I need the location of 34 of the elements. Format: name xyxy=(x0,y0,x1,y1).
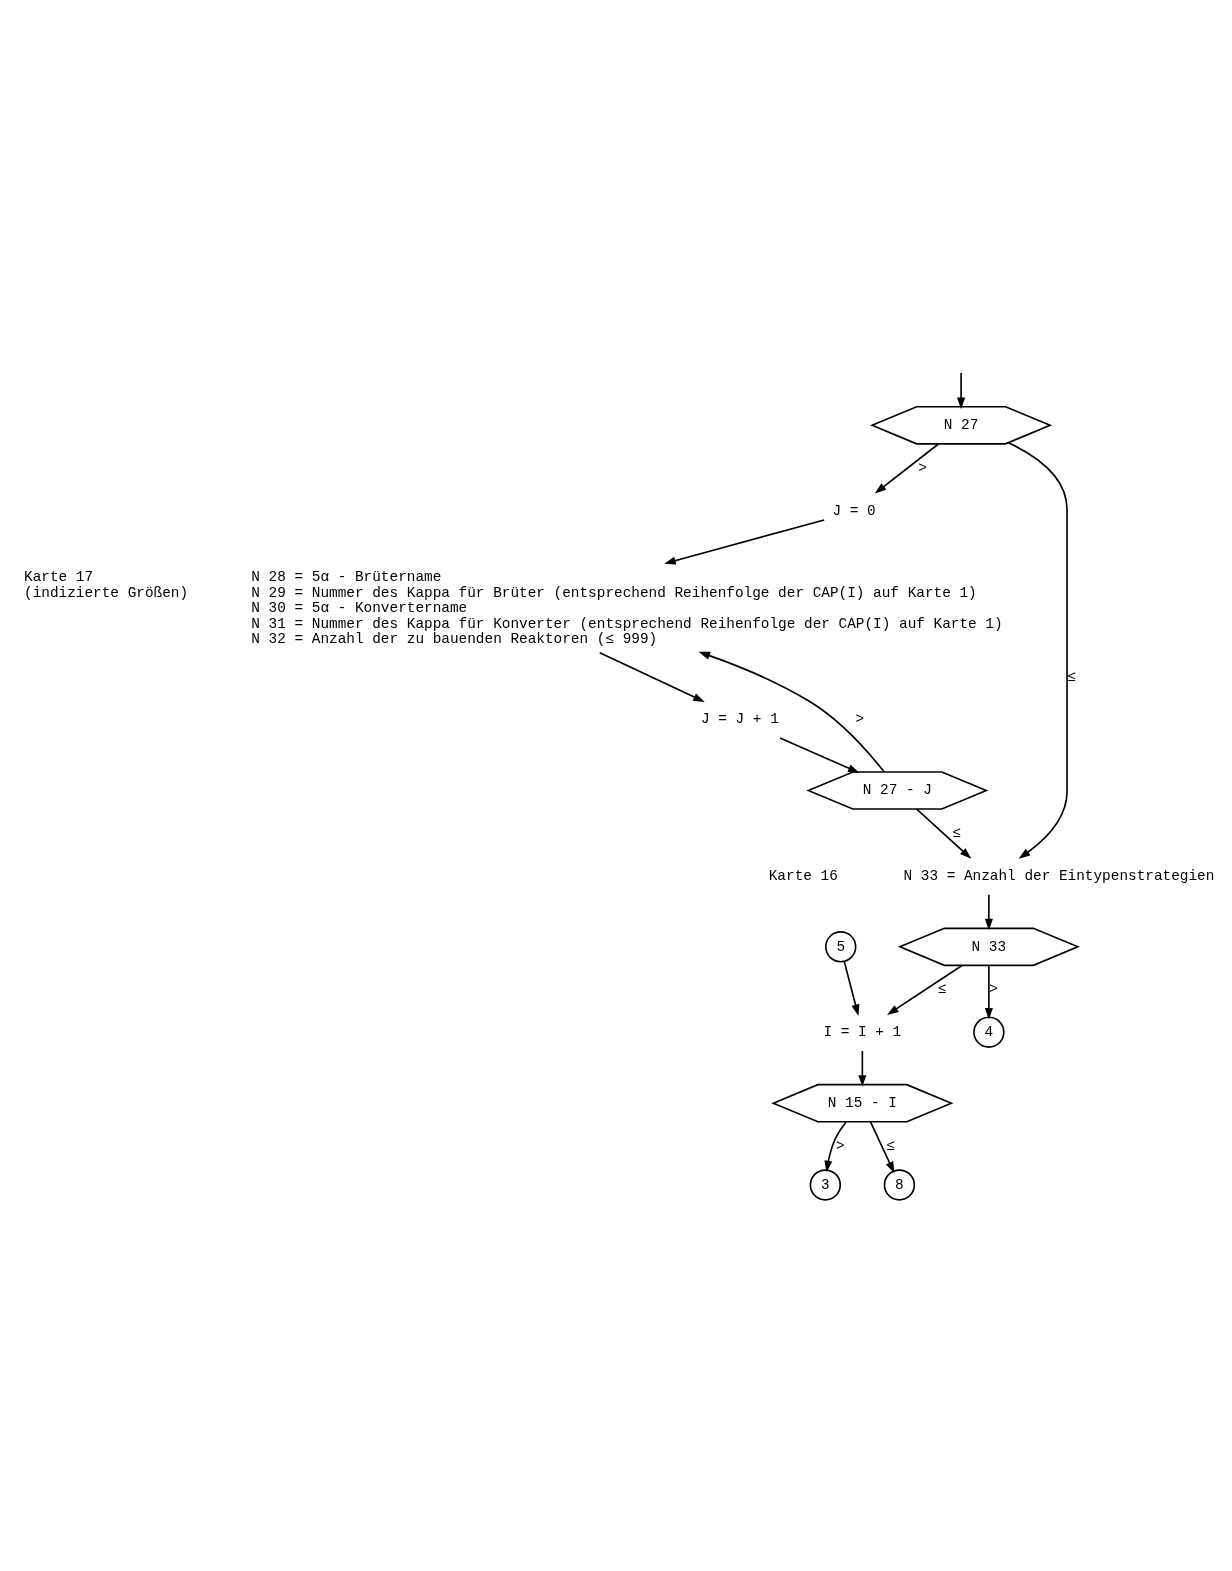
arrow xyxy=(956,371,965,409)
arrow xyxy=(663,518,825,565)
node-circle: 5 xyxy=(824,930,856,963)
node-text: J = 0 xyxy=(832,502,876,518)
edge-label: > xyxy=(917,459,927,476)
node-label: Karte 16 xyxy=(768,867,838,884)
arrow xyxy=(915,807,971,859)
edge-label: ≤ xyxy=(885,1137,895,1154)
arrow xyxy=(697,651,885,773)
arrow xyxy=(778,736,860,773)
arrow xyxy=(869,1120,894,1173)
node-circle: 8 xyxy=(883,1168,915,1201)
node-text: J = J + 1 xyxy=(700,710,779,727)
arrow xyxy=(984,893,993,930)
arrow xyxy=(857,1049,866,1087)
arrow xyxy=(874,442,939,494)
node-label: Karte 17 (indizierte Größen) xyxy=(23,568,188,601)
arrow xyxy=(823,1120,847,1172)
edge-label: ≤ xyxy=(1066,668,1076,685)
node-text: N 33 = Anzahl der Eintypenstrategien xyxy=(902,867,1214,884)
edge-label: ≤ xyxy=(951,824,961,841)
arrow xyxy=(984,964,993,1020)
arrow xyxy=(886,964,963,1015)
node-text: N 28 = 5α - Brütername N 29 = Nummer des Kappa für Brüter (entsprechend Reihenfolge der CAP(I) auf Karte 1) N 30 = 5α - Konvertername N 31 = Nummer des Kappa für Konverter (entsprechend Reihenfolge der CAP(I) auf Karte 1) N 32 = Anzahl der zu bauenden Reaktoren (≤ 999) xyxy=(250,568,1003,647)
edge-label: ≤ xyxy=(937,980,946,997)
edge-label: > xyxy=(854,710,864,727)
arrow xyxy=(598,651,705,702)
node-text: I = I + 1 xyxy=(822,1023,901,1040)
arrow xyxy=(843,960,859,1016)
edge-label: > xyxy=(835,1137,845,1154)
arrow xyxy=(1007,441,1068,859)
node-circle: 3 xyxy=(809,1168,841,1201)
edge-label: > xyxy=(988,980,998,997)
node-circle: 4 xyxy=(972,1015,1005,1048)
